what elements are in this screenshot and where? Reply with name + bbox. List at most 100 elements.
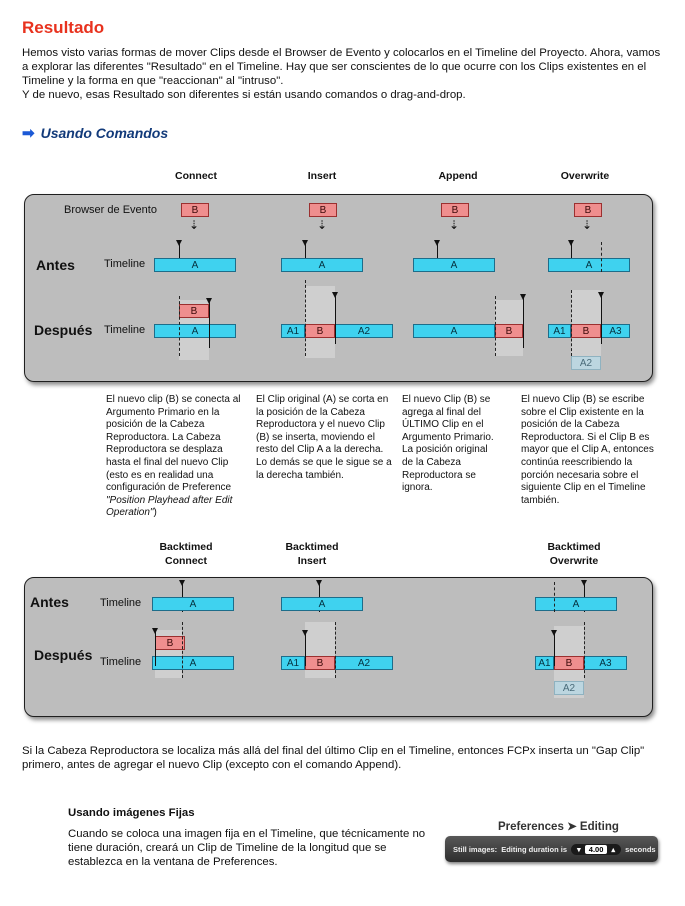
browser-clip-b: B bbox=[574, 203, 602, 217]
browser-clip-b: B bbox=[309, 203, 337, 217]
removed-clip-a2: A2 bbox=[571, 356, 601, 370]
inserted-clip-b: B bbox=[305, 324, 335, 338]
down-arrow-icon: ⇣ bbox=[582, 218, 593, 232]
description-connect-italic: "Position Playhead after Edit Operation" bbox=[106, 494, 233, 519]
chevron-up-icon[interactable]: ▴ bbox=[611, 844, 616, 854]
editing-label: Editing bbox=[579, 821, 619, 833]
timeline-label-antes: Timeline bbox=[100, 597, 142, 609]
col-head-backtimed-overwrite: Backtimed Overwrite bbox=[547, 541, 601, 567]
path-arrow-icon: ➤ bbox=[567, 821, 577, 833]
gap-clip-note: Si la Cabeza Reproductora se localiza má… bbox=[22, 745, 645, 771]
antes-label: Antes bbox=[36, 257, 75, 273]
timeline-clip-a1: A1 bbox=[281, 324, 305, 338]
edit-line bbox=[182, 622, 183, 678]
playhead bbox=[302, 630, 308, 666]
edit-line bbox=[335, 622, 336, 678]
still-images-label: Still images: bbox=[453, 844, 498, 854]
antes-label: Antes bbox=[30, 594, 69, 610]
browser-clip-b: B bbox=[441, 203, 469, 217]
timeline-label-antes: Timeline bbox=[104, 258, 146, 270]
timeline-clip-a3: A3 bbox=[584, 656, 627, 670]
playhead bbox=[206, 298, 212, 348]
edit-line bbox=[179, 296, 180, 356]
section-heading: ➡ Usando Comandos bbox=[22, 124, 168, 142]
timeline-clip-a: A bbox=[413, 258, 495, 272]
timeline-clip-a3: A3 bbox=[601, 324, 630, 338]
col-head-backtimed-insert: Backtimed Insert bbox=[285, 541, 339, 567]
timeline-label-despues: Timeline bbox=[100, 656, 142, 668]
overwrite-clip-b: B bbox=[571, 324, 601, 338]
intro-paragraph-2: Y de nuevo, esas Resultado son diferente… bbox=[22, 89, 466, 101]
timeline-clip-a: A bbox=[154, 324, 236, 338]
col-head-insert: Insert bbox=[307, 170, 337, 182]
appended-clip-b: B bbox=[495, 324, 523, 338]
edit-line bbox=[571, 290, 572, 356]
description-connect-end: ) bbox=[153, 507, 157, 519]
right-arrow-icon: ➡ bbox=[22, 125, 35, 142]
playhead bbox=[551, 630, 557, 666]
still-images-heading: Usando imágenes Fijas bbox=[68, 807, 195, 819]
col-head-connect: Connect bbox=[175, 170, 217, 182]
playhead bbox=[520, 294, 526, 348]
timeline-clip-a: A bbox=[281, 597, 363, 611]
page-title: Resultado bbox=[22, 18, 105, 37]
overwrite-clip-b: B bbox=[554, 656, 584, 670]
description-connect-text: El nuevo clip (B) se conecta al Argument… bbox=[106, 394, 241, 494]
playhead bbox=[302, 240, 308, 272]
chevron-down-icon[interactable]: ▾ bbox=[577, 844, 581, 854]
playhead bbox=[332, 292, 338, 344]
timeline-clip-a: A bbox=[413, 324, 495, 338]
connected-clip-b: B bbox=[155, 636, 185, 650]
commands-diagram-panel bbox=[24, 194, 653, 382]
playhead bbox=[568, 240, 574, 272]
col-head-backtimed-connect: Backtimed Connect bbox=[159, 541, 213, 567]
edit-line bbox=[601, 242, 602, 272]
edit-line bbox=[584, 622, 585, 678]
timeline-clip-a2: A2 bbox=[335, 656, 393, 670]
playhead bbox=[598, 292, 604, 344]
playhead bbox=[152, 628, 158, 666]
connected-clip-b: B bbox=[179, 304, 209, 318]
browser-clip-b: B bbox=[181, 203, 209, 217]
despues-label: Después bbox=[34, 322, 93, 338]
clip-shade bbox=[305, 286, 335, 358]
edit-line bbox=[554, 582, 555, 612]
timeline-clip-a: A bbox=[152, 597, 234, 611]
down-arrow-icon: ⇣ bbox=[449, 218, 460, 232]
timeline-clip-a1: A1 bbox=[548, 324, 571, 338]
timeline-clip-a1: A1 bbox=[281, 656, 305, 670]
edit-line bbox=[305, 280, 306, 356]
timeline-clip-a: A bbox=[281, 258, 363, 272]
description-append: El nuevo Clip (B) se agrega al final del… bbox=[402, 394, 494, 494]
description-insert: El Clip original (A) se corta en la posi… bbox=[256, 394, 392, 481]
timeline-clip-a: A bbox=[152, 656, 234, 670]
intro-paragraph: Hemos visto varias formas de mover Clips… bbox=[22, 47, 661, 87]
section-title: Usando Comandos bbox=[40, 125, 169, 141]
col-head-append: Append bbox=[438, 170, 478, 182]
duration-stepper[interactable]: ▾ 4.00 ▴ bbox=[571, 843, 622, 855]
timeline-clip-a: A bbox=[535, 597, 617, 611]
down-arrow-icon: ⇣ bbox=[317, 218, 328, 232]
preferences-still-images-bar: Still images: Editing duration is ▾ 4.00… bbox=[445, 836, 658, 862]
playhead bbox=[176, 240, 182, 272]
playhead bbox=[434, 240, 440, 272]
still-images-text: Cuando se coloca una imagen fija en el T… bbox=[68, 828, 426, 868]
description-overwrite: El nuevo Clip (B) se escribe sobre el Cl… bbox=[521, 394, 654, 506]
inserted-clip-b: B bbox=[305, 656, 335, 670]
timeline-clip-a: A bbox=[548, 258, 630, 272]
timeline-clip-a: A bbox=[154, 258, 236, 272]
preferences-label: Preferences bbox=[498, 821, 564, 833]
browser-label: Browser de Evento bbox=[64, 204, 157, 216]
edit-line bbox=[495, 296, 496, 356]
description-connect: El nuevo clip (B) se conecta al Argument… bbox=[106, 394, 244, 520]
timeline-clip-a1: A1 bbox=[535, 656, 554, 670]
despues-label: Después bbox=[34, 647, 93, 663]
duration-value[interactable]: 4.00 bbox=[584, 844, 608, 854]
col-head-overwrite: Overwrite bbox=[560, 170, 610, 182]
editing-duration-label: Editing duration is bbox=[501, 844, 568, 854]
preferences-path: Preferences ➤ Editing bbox=[498, 819, 619, 833]
timeline-label-despues: Timeline bbox=[104, 324, 146, 336]
timeline-clip-a2: A2 bbox=[335, 324, 393, 338]
removed-clip-a2: A2 bbox=[554, 681, 584, 695]
seconds-label: seconds bbox=[625, 844, 656, 854]
